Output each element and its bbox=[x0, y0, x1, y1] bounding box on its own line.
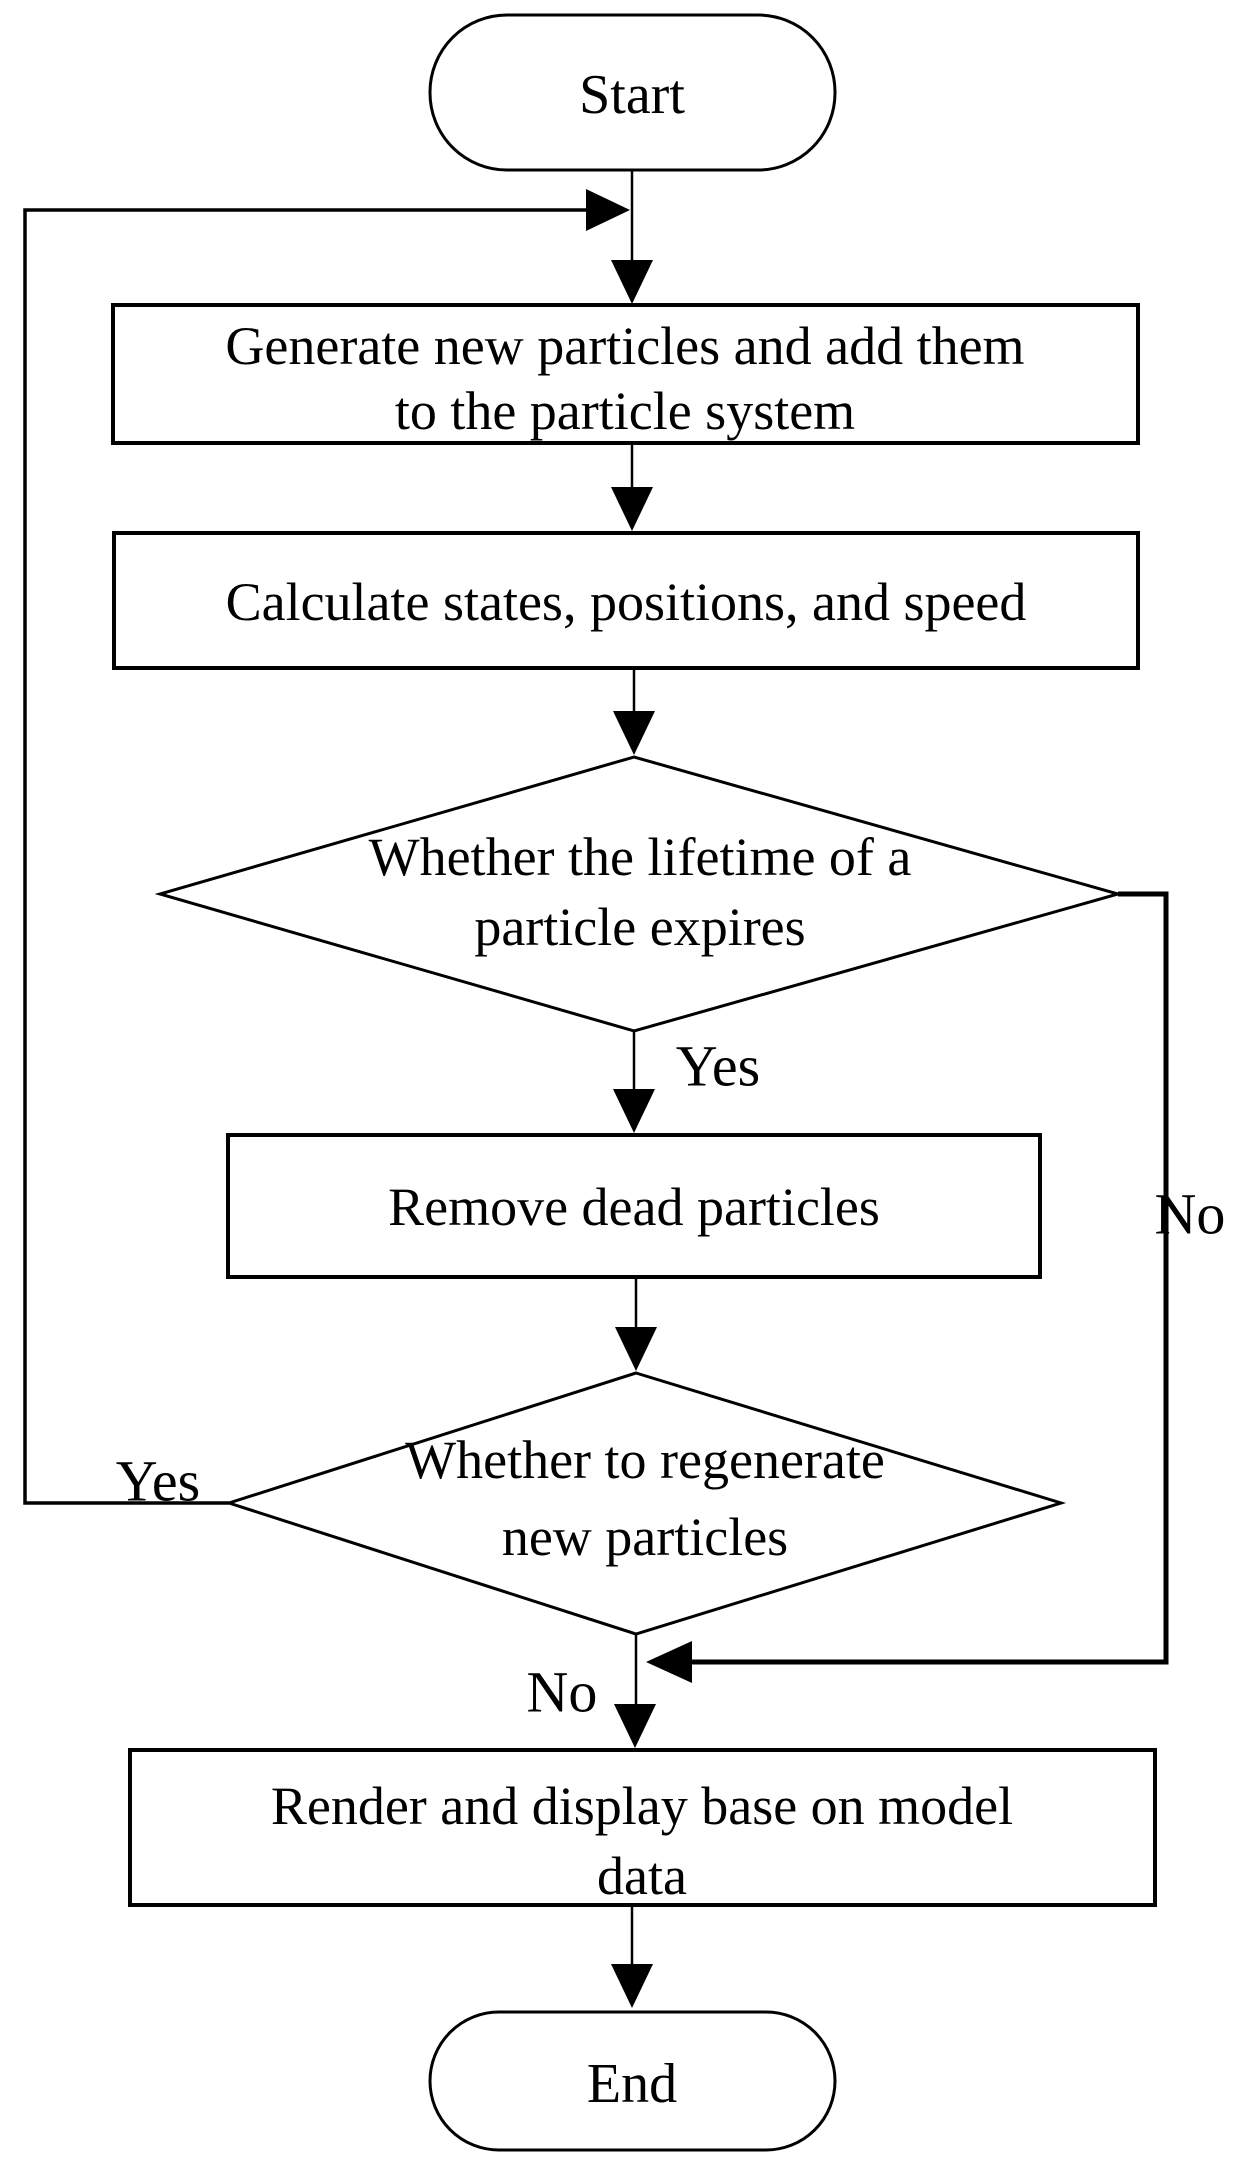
node-remove-label: Remove dead particles bbox=[388, 1177, 880, 1237]
edge-label-regenerate-no: No bbox=[527, 1660, 598, 1725]
node-render-line1: Render and display base on model bbox=[271, 1776, 1013, 1836]
node-end-label: End bbox=[587, 2053, 677, 2115]
edge-regenerate-no bbox=[614, 1634, 656, 1748]
node-regenerate-decision: Whether to regenerate new particles bbox=[224, 1371, 1067, 1636]
node-start-label: Start bbox=[579, 64, 685, 126]
node-regenerate-line1: Whether to regenerate bbox=[405, 1430, 885, 1490]
node-regenerate-line2: new particles bbox=[502, 1507, 788, 1567]
edge-lifetime-yes bbox=[613, 1031, 655, 1133]
node-lifetime-line2: particle expires bbox=[474, 897, 805, 957]
node-generate-line2: to the particle system bbox=[395, 381, 855, 441]
node-lifetime-decision: Whether the lifetime of a particle expir… bbox=[154, 755, 1124, 1033]
arrowhead-down-icon bbox=[611, 487, 653, 531]
edge-render-to-end bbox=[611, 1905, 653, 2008]
arrowhead-down-icon bbox=[614, 1704, 656, 1748]
node-remove-particles: Remove dead particles bbox=[226, 1133, 1042, 1279]
edge-label-regenerate-yes: Yes bbox=[116, 1449, 200, 1514]
edge-remove-to-regenerate bbox=[615, 1277, 657, 1371]
arrowhead-down-icon bbox=[615, 1327, 657, 1371]
node-end: End bbox=[428, 2010, 837, 2152]
edge-label-lifetime-no: No bbox=[1155, 1182, 1226, 1247]
arrowhead-down-icon bbox=[611, 260, 653, 304]
node-start: Start bbox=[428, 13, 837, 172]
edge-lifetime-no bbox=[646, 891, 1169, 1683]
node-calculate-label: Calculate states, positions, and speed bbox=[226, 572, 1027, 632]
node-calculate-states: Calculate states, positions, and speed bbox=[112, 531, 1140, 670]
edge-start-to-generate bbox=[611, 170, 653, 304]
edge-label-lifetime-yes: Yes bbox=[676, 1034, 760, 1099]
node-generate-particles: Generate new particles and add them to t… bbox=[111, 303, 1140, 445]
node-generate-line1: Generate new particles and add them bbox=[225, 316, 1024, 376]
arrowhead-down-icon bbox=[611, 1964, 653, 2008]
node-render-line2: data bbox=[597, 1846, 687, 1906]
arrowhead-right-icon bbox=[586, 189, 630, 231]
node-lifetime-line1: Whether the lifetime of a bbox=[369, 827, 912, 887]
edge-regenerate-yes-loop bbox=[23, 189, 630, 1505]
node-render-display: Render and display base on model data bbox=[128, 1748, 1157, 1907]
edge-calculate-to-lifetime bbox=[613, 668, 655, 755]
edge-generate-to-calculate bbox=[611, 443, 653, 531]
arrowhead-left-icon bbox=[646, 1641, 692, 1683]
arrowhead-down-icon bbox=[613, 711, 655, 755]
arrowhead-down-icon bbox=[613, 1089, 655, 1133]
